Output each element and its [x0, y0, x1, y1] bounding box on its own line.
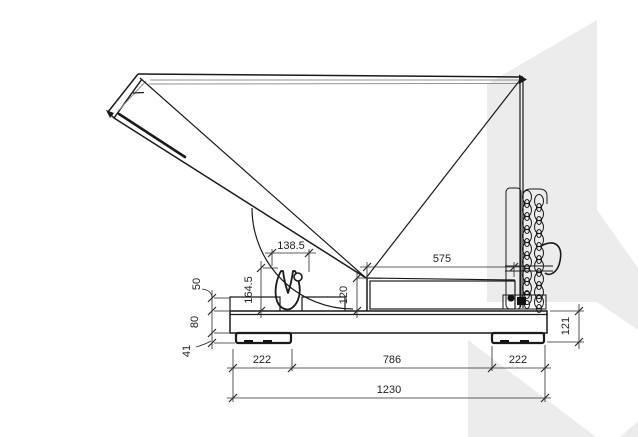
rear-pedestal [301, 296, 346, 311]
leader-50 [201, 288, 213, 298]
pivot-pin [293, 272, 303, 282]
dim-bottom-row: 222 786 222 [227, 345, 551, 373]
svg-text:164.5: 164.5 [243, 276, 255, 304]
svg-text:138.5: 138.5 [277, 240, 305, 252]
left-foot [234, 331, 293, 345]
svg-text:575: 575 [433, 253, 451, 265]
latch-bolt [507, 294, 515, 302]
release-handle [540, 242, 562, 276]
rim [137, 73, 527, 85]
latch-base [502, 294, 547, 310]
svg-text:80: 80 [189, 316, 201, 328]
svg-text:50: 50 [191, 278, 203, 290]
right-foot [490, 331, 546, 345]
chain-tensioner [502, 187, 562, 313]
front-wall-inner [139, 77, 367, 279]
front-wall-rib [117, 112, 187, 159]
dim-left-chain: 50 80 41 [181, 278, 235, 357]
svg-text:1230: 1230 [377, 384, 401, 396]
base-frame [229, 270, 548, 345]
dim-121: 121 [547, 304, 584, 349]
leader-41 [195, 340, 212, 348]
svg-text:121: 121 [560, 317, 572, 335]
dim-1230: 1230 [227, 371, 551, 403]
svg-text:786: 786 [383, 354, 401, 366]
front-pedestal [229, 296, 281, 311]
tipping-arc [251, 207, 354, 310]
front-wall-outer [113, 117, 367, 279]
latch-pin [517, 297, 526, 305]
dim-164-5: 164.5 [243, 261, 278, 318]
hopper-slope [365, 79, 521, 279]
spout-tip-cap [106, 110, 114, 118]
svg-text:222: 222 [253, 354, 271, 366]
dim-138-5: 138.5 [265, 240, 316, 272]
dim-575: 575 [360, 253, 521, 277]
spout [106, 73, 187, 159]
svg-text:222: 222 [509, 354, 527, 366]
logo-watermark [468, 20, 638, 437]
v-latch-bracket [274, 270, 301, 311]
skip-body [106, 73, 527, 311]
svg-text:120: 120 [338, 286, 350, 304]
bin-bottom-edge [365, 277, 516, 281]
dim-120: 120 [338, 271, 367, 318]
svg-text:41: 41 [181, 345, 193, 357]
